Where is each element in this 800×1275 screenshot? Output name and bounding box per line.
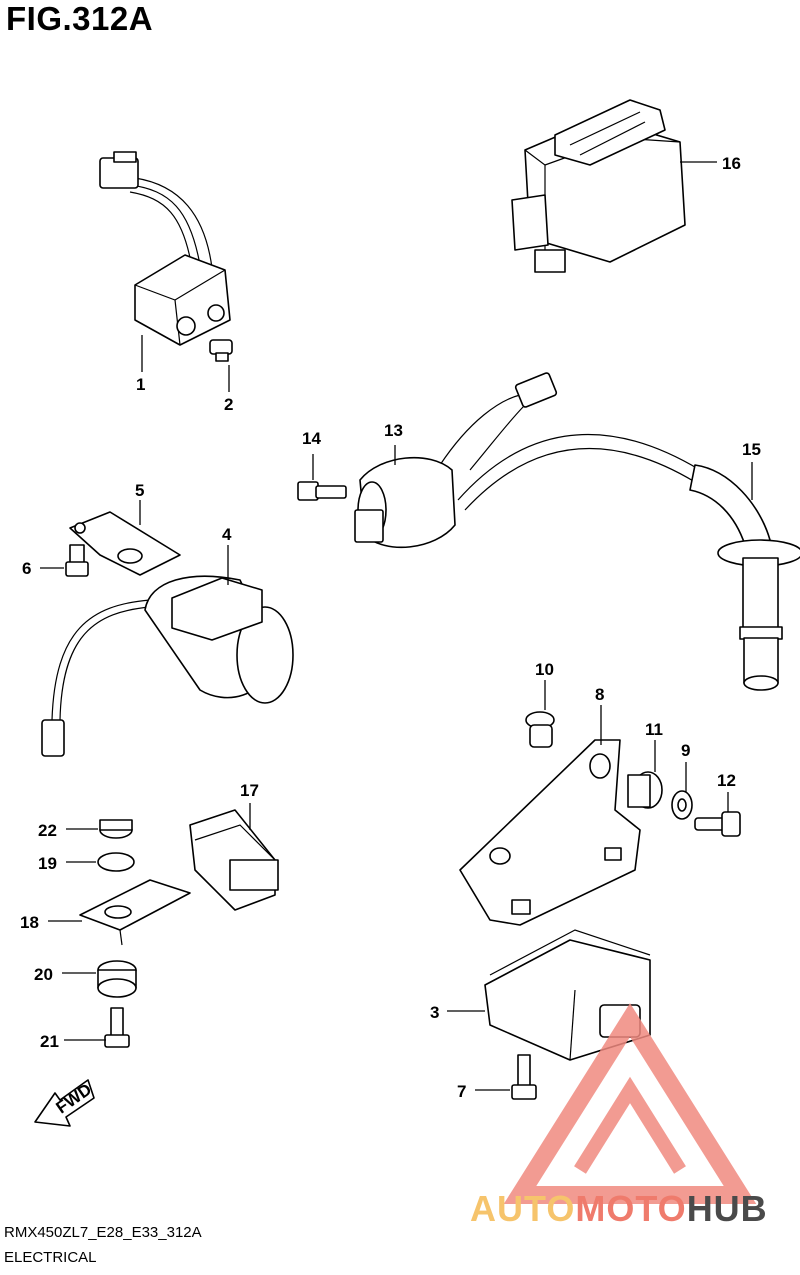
part-9-washer[interactable] xyxy=(671,790,693,820)
part-5-bracket[interactable] xyxy=(69,511,181,576)
callout-10: 10 xyxy=(535,660,554,679)
watermark-text: AUTOMOTOHUB xyxy=(470,1188,768,1230)
callout-22: 22 xyxy=(38,821,57,840)
callout-6: 6 xyxy=(22,559,31,578)
fwd-arrow-icon: FWD xyxy=(34,1079,95,1127)
callout-19: 19 xyxy=(38,854,57,873)
part-13-ignition-coil[interactable] xyxy=(354,372,558,549)
callout-7: 7 xyxy=(457,1082,466,1101)
callout-2: 2 xyxy=(224,395,233,414)
part-11-grommet[interactable] xyxy=(627,771,663,809)
callout-20: 20 xyxy=(34,965,53,984)
part-14-bolt[interactable] xyxy=(297,481,347,501)
watermark-word-moto: MOTO xyxy=(575,1188,687,1229)
part-16-ecm[interactable] xyxy=(511,99,686,273)
watermark-word-auto: AUTO xyxy=(470,1188,576,1229)
callout-11: 11 xyxy=(645,720,663,739)
callout-3: 3 xyxy=(430,1003,439,1022)
watermark-logo xyxy=(503,1003,757,1204)
callout-13: 13 xyxy=(384,421,403,440)
part-18-plate[interactable] xyxy=(79,879,191,946)
part-4-cylinder-unit[interactable] xyxy=(41,575,294,757)
part-6-bolt[interactable] xyxy=(65,544,89,577)
callout-4: 4 xyxy=(222,525,232,544)
part-22-nut[interactable] xyxy=(99,819,133,839)
part-17-relay[interactable] xyxy=(189,809,279,911)
part-10-bolt[interactable] xyxy=(525,711,555,748)
part-15-plug-cap[interactable] xyxy=(457,433,800,691)
callout-5: 5 xyxy=(135,481,144,500)
callout-15: 15 xyxy=(742,440,761,459)
part-19-collar[interactable] xyxy=(97,852,135,872)
callout-12: 12 xyxy=(717,771,736,790)
figure-title: FIG.312A xyxy=(6,0,154,37)
callout-21: 21 xyxy=(40,1032,59,1051)
part-12-bolt[interactable] xyxy=(694,811,741,837)
part-7-bolt[interactable] xyxy=(511,1054,537,1100)
callout-14: 14 xyxy=(302,429,321,448)
callout-17: 17 xyxy=(240,781,259,800)
part-8-bracket[interactable] xyxy=(459,739,641,926)
callout-16: 16 xyxy=(722,154,741,173)
callout-1: 1 xyxy=(136,375,145,394)
part-1-starter-relay[interactable] xyxy=(99,151,231,346)
part-21-bolt[interactable] xyxy=(104,1007,130,1048)
part-20-grommet[interactable] xyxy=(97,960,137,998)
callout-9: 9 xyxy=(681,741,690,760)
callout-18: 18 xyxy=(20,913,39,932)
section-caption: ELECTRICAL xyxy=(4,1249,97,1266)
diagram-code: RMX450ZL7_E28_E33_312A xyxy=(4,1224,202,1241)
callout-8: 8 xyxy=(595,685,604,704)
watermark-word-hub: HUB xyxy=(686,1188,768,1229)
part-2-screw[interactable] xyxy=(209,339,233,362)
